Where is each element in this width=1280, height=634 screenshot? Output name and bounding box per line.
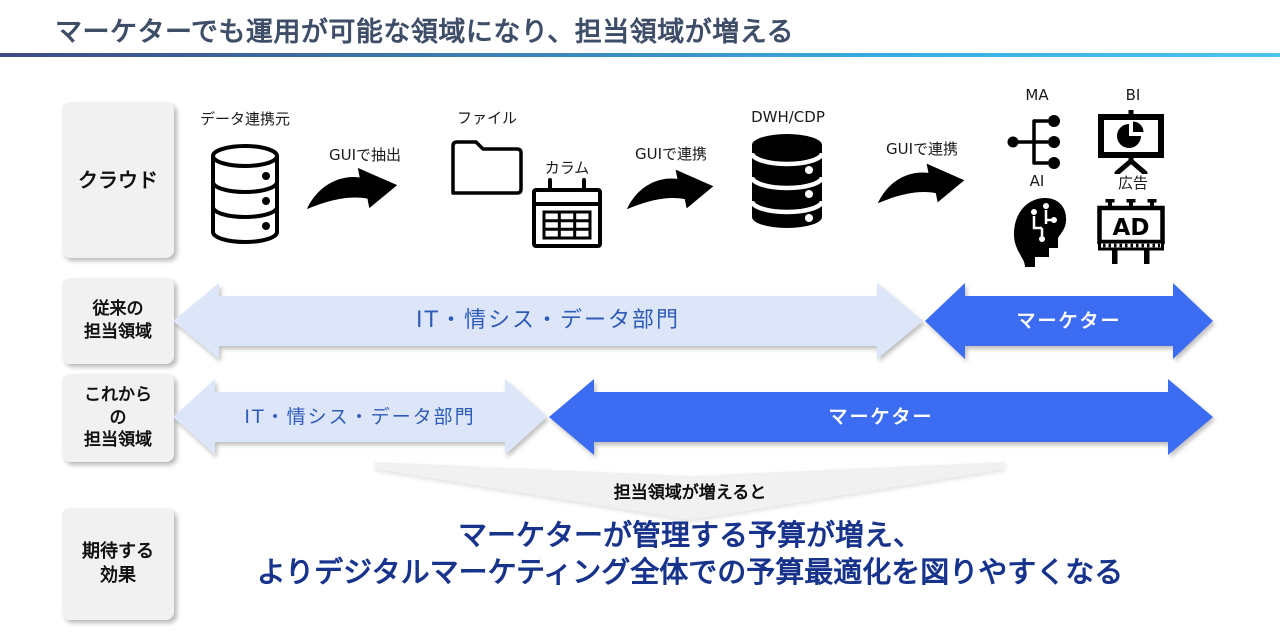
curved-arrow-icon <box>303 164 403 212</box>
gui-link1-label: GUIで連携 <box>634 145 708 163</box>
ai-label: AI <box>1029 172 1045 190</box>
row-label-cloud: クラウド <box>62 102 174 258</box>
effect-statement: マーケターが管理する予算が増え、 よりデジタルマーケティング全体での予算最適化を… <box>130 517 1250 591</box>
effect-line-1: マーケターが管理する予算が増え、 <box>457 518 922 552</box>
connector-label: 担当領域が増えると <box>613 483 767 503</box>
bi-dashboard-icon <box>1098 110 1164 174</box>
curved-arrow-icon <box>875 160 969 206</box>
table-column-icon <box>531 178 603 250</box>
page-title: マーケターでも運用が可能な領域になり、担当領域が増える <box>55 17 794 48</box>
gui-extract-label: GUIで抽出 <box>328 146 402 164</box>
ad-board-text: AD <box>1113 215 1150 241</box>
future-marketer-band-text: マーケター <box>828 406 934 428</box>
dwh-cdp-label: DWH/CDP <box>751 108 825 126</box>
legacy-marketer-band-arrow <box>925 283 1213 359</box>
title-underline <box>0 53 1280 57</box>
row-label-expected-effect: 期待する 効果 <box>62 508 174 620</box>
ma-segmentation-icon <box>1006 111 1068 173</box>
folder-icon <box>449 137 525 197</box>
database-source-icon <box>208 143 282 245</box>
legacy-marketer-band-text: マーケター <box>1016 310 1122 332</box>
file-label: ファイル <box>456 109 517 127</box>
ai-head-icon <box>1008 192 1070 268</box>
gui-link2-label: GUIで連携 <box>885 140 959 158</box>
ad-label: 広告 <box>1117 174 1148 192</box>
row-label-future-area: これから の 担当領域 <box>62 374 174 462</box>
column-label: カラム <box>544 159 590 177</box>
curved-arrow-icon <box>625 166 717 212</box>
data-source-label: データ連携元 <box>199 110 290 128</box>
future-marketer-band-arrow <box>549 379 1213 455</box>
effect-line-2: よりデジタルマーケティング全体での予算最適化を図りやすくなる <box>256 555 1124 589</box>
connector-chevron <box>375 462 1005 526</box>
ma-label: MA <box>1025 86 1049 104</box>
future-it-band-arrow <box>173 379 547 455</box>
future-it-band-text: IT・情シス・データ部門 <box>244 406 476 428</box>
bi-label: BI <box>1125 86 1141 104</box>
legacy-it-band-arrow <box>173 283 923 359</box>
ad-billboard-icon: AD <box>1097 196 1165 266</box>
database-dwh-icon <box>748 131 826 231</box>
row-label-legacy-area: 従来の 担当領域 <box>62 278 174 364</box>
legacy-it-band-text: IT・情シス・データ部門 <box>416 308 680 333</box>
